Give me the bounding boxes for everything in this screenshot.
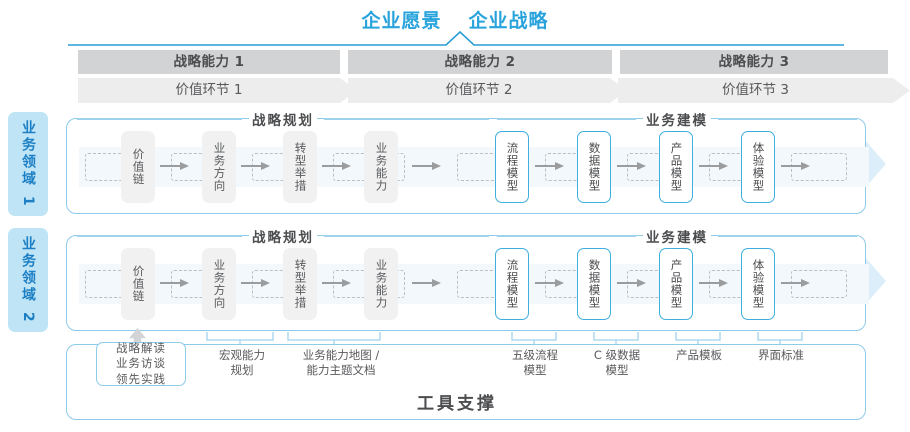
row-1-node-transformation-measures[interactable]: 转型举措 <box>283 131 317 203</box>
row-1-arrow-2 <box>241 162 271 171</box>
row-2-arrow-7 <box>699 279 729 288</box>
row-1-node-business-direction[interactable]: 业务方向 <box>202 131 236 203</box>
capability-band-3-label: 战略能力 3 <box>718 54 790 70</box>
sec-line-right <box>324 235 489 237</box>
row-1-node-product-model[interactable]: 产品模型 <box>659 131 693 203</box>
row-2-section-strategy-planning-label: 战略规划 <box>249 226 317 246</box>
row-1-section-business-modeling-label: 业务建模 <box>643 109 711 129</box>
capability-band-2-label: 战略能力 2 <box>444 54 516 70</box>
row-2-node-data-model-label: 数据模型 <box>587 259 602 309</box>
row-2-arrow-4 <box>412 279 442 288</box>
capability-band-2: 战略能力 2 <box>348 50 612 74</box>
row-1-arrow-3 <box>322 162 352 171</box>
enterprise-strategy-title: 企业战略 <box>468 10 549 32</box>
row-2-node-business-direction[interactable]: 业务方向 <box>202 248 236 320</box>
row-2-node-business-direction-label: 业务方向 <box>212 259 227 309</box>
value-chain-band-2: 价值环节 2 <box>348 78 610 103</box>
row-2-node-product-model-label: 产品模型 <box>669 259 684 309</box>
tool-caption-c-level-data-model: C 级数据 模型 <box>593 348 641 378</box>
row-2-section-business-modeling-label: 业务建模 <box>643 226 711 246</box>
row-2-node-process-model[interactable]: 流程模型 <box>495 248 529 320</box>
row-1-node-value-chain[interactable]: 价值链 <box>121 131 155 203</box>
value-chain-chevron-3 <box>893 78 910 103</box>
row-2-node-process-model-label: 流程模型 <box>505 259 520 309</box>
row-2-node-value-chain[interactable]: 价值链 <box>121 248 155 320</box>
row-2-arrow-2 <box>241 279 271 288</box>
sec-line-left <box>497 118 636 120</box>
capability-band-3: 战略能力 3 <box>620 50 888 74</box>
row-2-arrow-1 <box>160 279 190 288</box>
row-2-arrow-8 <box>781 279 811 288</box>
row-1-section-strategy-planning: 战略规划 <box>77 109 489 129</box>
value-chain-band-1-label: 价值环节 1 <box>175 82 243 98</box>
row-1-arrow-4 <box>412 162 442 171</box>
row-2-node-data-model[interactable]: 数据模型 <box>577 248 611 320</box>
tool-support-box: 工具支撑 <box>66 344 866 420</box>
value-chain-band-2-label: 价值环节 2 <box>445 82 513 98</box>
row-1-node-experience-model-label: 体验模型 <box>751 142 766 192</box>
row-1-node-product-model-label: 产品模型 <box>669 142 684 192</box>
value-chain-band-group: 价值环节 1 价值环节 2 价值环节 3 <box>78 78 910 103</box>
domain-label-1-text: 业务领域 1 <box>20 119 36 209</box>
tool-support-title: 工具支撑 <box>417 394 497 414</box>
row-2-node-transformation-measures[interactable]: 转型举措 <box>283 248 317 320</box>
row-2-node-transformation-measures-label: 转型举措 <box>293 259 308 309</box>
row-2-node-experience-model[interactable]: 体验模型 <box>741 248 775 320</box>
row-1-node-business-capability[interactable]: 业务能力 <box>364 131 398 203</box>
value-chain-band-3: 价值环节 3 <box>618 78 893 103</box>
tool-caption-macro-capability-planning: 宏观能力 规划 <box>219 348 265 378</box>
row-1-node-process-model-label: 流程模型 <box>505 142 520 192</box>
row-1-section-strategy-planning-label: 战略规划 <box>249 109 317 129</box>
value-chain-band-1: 价值环节 1 <box>78 78 340 103</box>
top-title-group: 企业愿景 企业战略 <box>0 6 910 33</box>
row-1-arrow-7 <box>699 162 729 171</box>
row-1-node-business-direction-label: 业务方向 <box>212 142 227 192</box>
row-1-section-business-modeling: 业务建模 <box>497 109 857 129</box>
row-1-arrow-8 <box>781 162 811 171</box>
enterprise-vision-title: 企业愿景 <box>361 10 442 32</box>
domain-label-1: 业务领域 1 <box>8 112 48 216</box>
tool-tag-strategy-inputs[interactable]: 战略解读 业务访谈 领先实践 <box>96 341 186 386</box>
row-2-node-product-model[interactable]: 产品模型 <box>659 248 693 320</box>
row-2-arrow-6 <box>617 279 647 288</box>
row-1-node-business-capability-label: 业务能力 <box>374 142 389 192</box>
sec-line-right <box>718 235 857 237</box>
row-1-node-data-model[interactable]: 数据模型 <box>577 131 611 203</box>
row-1-node-process-model[interactable]: 流程模型 <box>495 131 529 203</box>
sec-line-left <box>77 118 242 120</box>
sec-line-left <box>497 235 636 237</box>
domain-row-2: 战略规划 业务建模 价值链 业务方向 转型举措 业务能力 流程模型 数据模型 产… <box>66 226 869 331</box>
row-2-section-strategy-planning: 战略规划 <box>77 226 489 246</box>
row-2-node-experience-model-label: 体验模型 <box>751 259 766 309</box>
sec-line-right <box>718 118 857 120</box>
sec-line-left <box>77 235 242 237</box>
domain-row-1: 战略规划 业务建模 价值链 业务方向 转型举措 业务能力 流程模型 数据模型 <box>66 109 869 214</box>
vision-strategy-connector <box>68 30 844 48</box>
row-2-node-business-capability[interactable]: 业务能力 <box>364 248 398 320</box>
tool-caption-product-template: 产品模板 <box>676 348 722 362</box>
row-1-arrow-1 <box>160 162 190 171</box>
row-2-node-business-capability-label: 业务能力 <box>374 259 389 309</box>
tool-caption-interface-standard: 界面标准 <box>758 348 804 362</box>
domain-label-2-text: 业务领域 2 <box>20 235 36 325</box>
row-1-node-transformation-measures-label: 转型举措 <box>293 142 308 192</box>
capability-band-1-label: 战略能力 1 <box>173 54 245 70</box>
domain-label-2: 业务领域 2 <box>8 228 48 332</box>
tool-caption-five-level-process-model: 五级流程 模型 <box>512 348 558 378</box>
row-1-node-experience-model[interactable]: 体验模型 <box>741 131 775 203</box>
row-1-node-value-chain-label: 价值链 <box>131 148 146 186</box>
sec-line-right <box>324 118 489 120</box>
tool-caption-business-capability-map: 业务能力地图 / 能力主题文档 <box>302 348 380 378</box>
row-1-arrow-6 <box>617 162 647 171</box>
row-2-node-value-chain-label: 价值链 <box>131 265 146 303</box>
value-chain-band-3-label: 价值环节 3 <box>722 82 789 98</box>
row-2-section-business-modeling: 业务建模 <box>497 226 857 246</box>
capability-band-1: 战略能力 1 <box>78 50 340 74</box>
row-2-arrow-5 <box>535 279 565 288</box>
row-1-arrow-5 <box>535 162 565 171</box>
row-2-arrow-3 <box>322 279 352 288</box>
row-1-node-data-model-label: 数据模型 <box>587 142 602 192</box>
